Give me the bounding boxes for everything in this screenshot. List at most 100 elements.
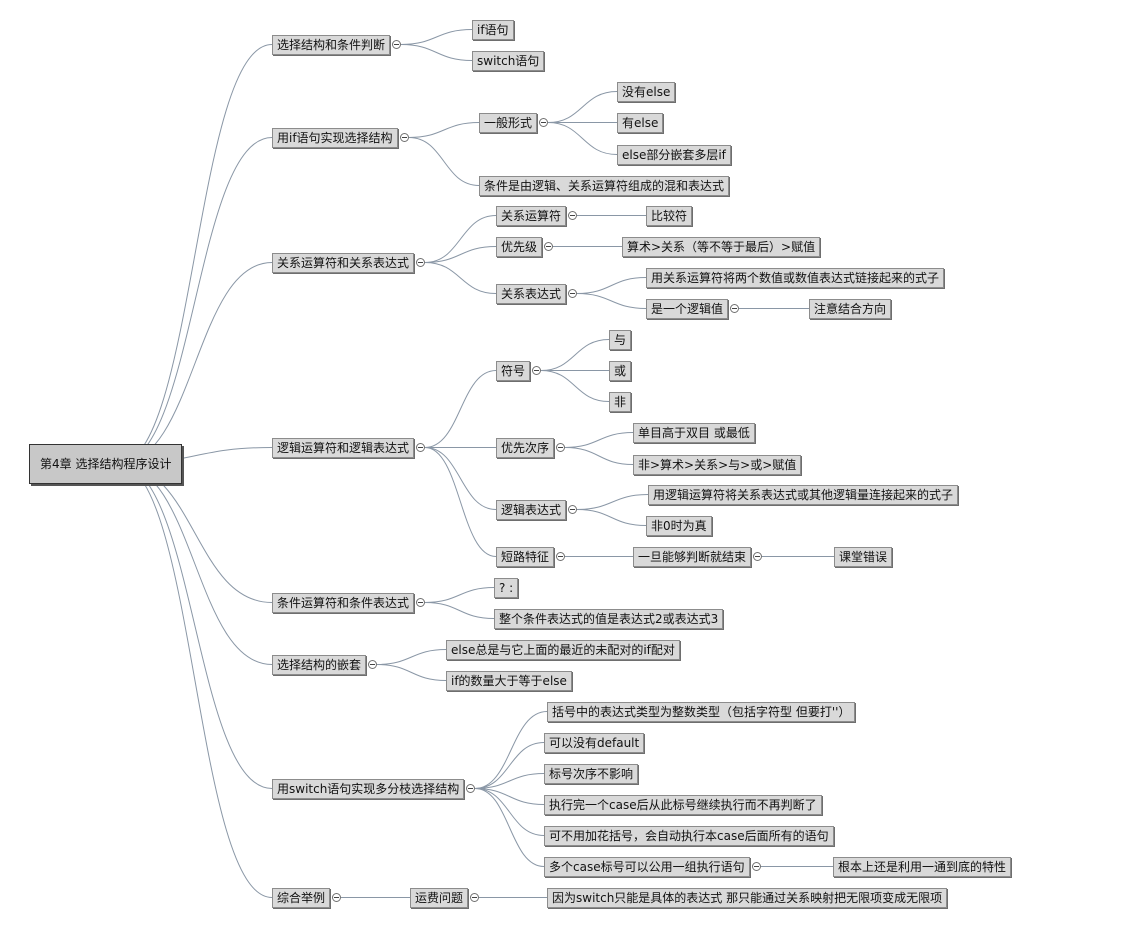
node-depth2-2-1[interactable]: 优先级 — [496, 237, 543, 257]
connector-6-4 — [474, 788, 545, 836]
collapse-toggle-icon[interactable] — [416, 443, 425, 452]
connector-3-1-0 — [564, 432, 634, 448]
node-depth3-6-5-0[interactable]: 根本上还是利用一通到底的特性 — [833, 857, 1012, 877]
connector-branch-4 — [117, 463, 273, 603]
collapse-toggle-icon[interactable] — [400, 133, 409, 142]
connector-3-2-0 — [576, 494, 649, 510]
branch-node-1[interactable]: 用if语句实现选择结构 — [272, 128, 398, 148]
node-depth3-2-1-0[interactable]: 算术>关系（等不等于最后）>赋值 — [622, 237, 821, 257]
branch-node-5[interactable]: 选择结构的嵌套 — [272, 655, 367, 675]
node-depth2-6-0[interactable]: 括号中的表达式类型为整数类型（包括字符型 但要打''） — [547, 702, 856, 722]
node-depth3-3-2-1[interactable]: 非0时为真 — [646, 516, 712, 536]
connector-6-1 — [474, 742, 545, 789]
node-depth2-6-1[interactable]: 可以没有default — [544, 733, 645, 753]
collapse-toggle-icon[interactable] — [539, 118, 548, 127]
node-depth3-3-2-0[interactable]: 用逻辑运算符将关系表达式或其他逻辑量连接起来的式子 — [648, 485, 959, 505]
branch-node-0[interactable]: 选择结构和条件判断 — [272, 35, 391, 55]
connector-branch-6 — [117, 463, 273, 789]
connector-6-0 — [474, 711, 548, 789]
connector-1-0 — [408, 122, 480, 138]
collapse-toggle-icon[interactable] — [753, 552, 762, 561]
node-depth2-5-0[interactable]: else总是与它上面的最近的未配对的if配对 — [446, 640, 680, 660]
collapse-toggle-icon[interactable] — [556, 552, 565, 561]
connector-4-1 — [424, 602, 495, 619]
connector-1-0-2 — [547, 122, 618, 155]
collapse-toggle-icon[interactable] — [392, 40, 401, 49]
node-depth3-3-0-1[interactable]: 或 — [609, 361, 632, 381]
node-depth4-2-2-1-0[interactable]: 注意结合方向 — [809, 299, 892, 319]
collapse-toggle-icon[interactable] — [730, 304, 739, 313]
node-depth2-1-0[interactable]: 一般形式 — [479, 113, 538, 133]
connector-2-2 — [424, 262, 497, 294]
node-depth2-4-1[interactable]: 整个条件表达式的值是表达式2或表达式3 — [494, 609, 724, 629]
node-depth3-3-1-1[interactable]: 非>算术>关系>与>或>赋值 — [633, 455, 802, 475]
node-depth2-3-1[interactable]: 优先次序 — [496, 438, 555, 458]
node-depth3-2-0-0[interactable]: 比较符 — [646, 206, 693, 226]
collapse-toggle-icon[interactable] — [568, 211, 577, 220]
node-depth3-2-2-0[interactable]: 用关系运算符将两个数值或数值表达式链接起来的式子 — [646, 268, 945, 288]
node-depth3-3-1-0[interactable]: 单目高于双目 或最低 — [633, 423, 755, 443]
connector-1-1 — [408, 137, 480, 186]
node-depth2-6-3[interactable]: 执行完一个case后从此标号继续执行而不再判断了 — [544, 795, 822, 815]
collapse-toggle-icon[interactable] — [544, 242, 553, 251]
node-depth2-5-1[interactable]: if的数量大于等于else — [446, 671, 572, 691]
collapse-toggle-icon[interactable] — [568, 289, 577, 298]
collapse-toggle-icon[interactable] — [416, 598, 425, 607]
collapse-toggle-icon[interactable] — [752, 862, 761, 871]
connector-3-1-1 — [564, 447, 634, 465]
connector-4-0 — [424, 587, 495, 603]
node-depth2-7-0[interactable]: 运费问题 — [410, 888, 469, 908]
collapse-toggle-icon[interactable] — [466, 784, 475, 793]
connector-branch-2 — [117, 262, 273, 465]
node-depth3-1-0-2[interactable]: else部分嵌套多层if — [617, 145, 731, 165]
connector-2-2-1 — [576, 293, 647, 309]
node-depth2-6-2[interactable]: 标号次序不影响 — [544, 764, 639, 784]
node-depth2-2-0[interactable]: 关系运算符 — [496, 206, 567, 226]
node-depth2-0-1[interactable]: switch语句 — [472, 51, 545, 71]
node-depth2-1-1[interactable]: 条件是由逻辑、关系运算符组成的混和表达式 — [479, 176, 730, 196]
node-depth2-6-5[interactable]: 多个case标号可以公用一组执行语句 — [544, 857, 750, 877]
branch-node-7[interactable]: 综合举例 — [272, 888, 331, 908]
node-depth2-0-0[interactable]: if语句 — [472, 20, 514, 40]
node-depth3-1-0-1[interactable]: 有else — [617, 113, 664, 133]
node-depth3-3-3-0[interactable]: 一旦能够判断就结束 — [633, 547, 752, 567]
connector-3-3 — [424, 447, 497, 557]
node-depth2-2-2[interactable]: 关系表达式 — [496, 284, 567, 304]
connector-5-0 — [376, 649, 447, 665]
connector-branch-1 — [117, 137, 273, 465]
connector-2-2-0 — [576, 277, 647, 294]
collapse-toggle-icon[interactable] — [532, 366, 541, 375]
node-depth2-4-0[interactable]: ? : — [494, 578, 519, 598]
node-depth3-2-2-1[interactable]: 是一个逻辑值 — [646, 299, 729, 319]
node-depth4-3-3-0-0[interactable]: 课堂错误 — [834, 547, 893, 567]
node-depth2-6-4[interactable]: 可不用加花括号，会自动执行本case后面所有的语句 — [544, 826, 834, 846]
branch-node-6[interactable]: 用switch语句实现多分枝选择结构 — [272, 779, 465, 799]
connector-6-5 — [474, 788, 545, 867]
branch-node-3[interactable]: 逻辑运算符和逻辑表达式 — [272, 438, 415, 458]
branch-node-2[interactable]: 关系运算符和关系表达式 — [272, 253, 415, 273]
collapse-toggle-icon[interactable] — [332, 893, 341, 902]
connector-0-1 — [400, 44, 473, 61]
connector-3-2 — [424, 447, 497, 510]
node-depth3-7-0-0[interactable]: 因为switch只能是具体的表达式 那只能通过关系映射把无限项变成无限项 — [547, 888, 948, 908]
collapse-toggle-icon[interactable] — [470, 893, 479, 902]
node-depth2-3-0[interactable]: 符号 — [496, 361, 531, 381]
collapse-toggle-icon[interactable] — [368, 660, 377, 669]
connector-2-1 — [424, 246, 497, 263]
node-depth3-1-0-0[interactable]: 没有else — [617, 82, 676, 102]
collapse-toggle-icon[interactable] — [568, 505, 577, 514]
collapse-toggle-icon[interactable] — [556, 443, 565, 452]
connector-2-0 — [424, 215, 497, 263]
node-depth3-3-0-0[interactable]: 与 — [609, 330, 632, 350]
node-depth2-3-2[interactable]: 逻辑表达式 — [496, 500, 567, 520]
connector-6-3 — [474, 788, 545, 805]
branch-node-4[interactable]: 条件运算符和条件表达式 — [272, 593, 415, 613]
node-depth2-3-3[interactable]: 短路特征 — [496, 547, 555, 567]
mindmap-root-node[interactable]: 第4章 选择结构程序设计 — [29, 444, 183, 484]
collapse-toggle-icon[interactable] — [416, 258, 425, 267]
connector-0-0 — [400, 29, 473, 45]
node-depth3-3-0-2[interactable]: 非 — [609, 392, 632, 412]
connector-3-0-2 — [540, 370, 610, 402]
connector-6-2 — [474, 773, 545, 789]
